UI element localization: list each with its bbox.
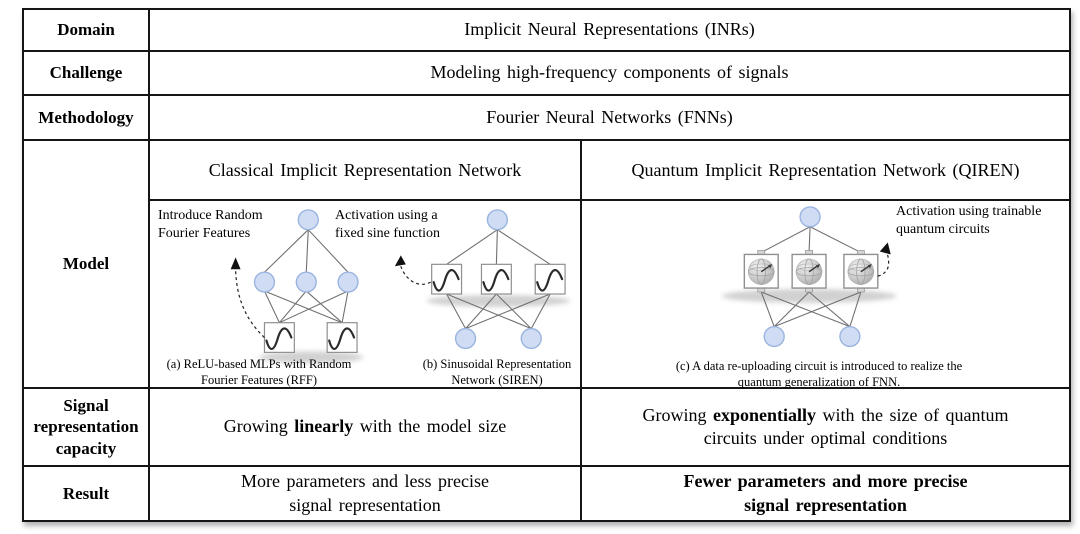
- quantum-column-header: Quantum Implicit Representation Network …: [581, 140, 1070, 200]
- result-classical-value: More parameters and less precise signal …: [149, 466, 581, 521]
- quantum-network-figure: [721, 206, 897, 348]
- row-header-capacity: Signal representation capacity: [23, 388, 149, 466]
- row-header-domain: Domain: [23, 9, 149, 51]
- classical-column-header: Classical Implicit Representation Networ…: [149, 140, 581, 200]
- dashed-arrow-icon: [394, 255, 431, 285]
- network-edges: [263, 229, 551, 330]
- shadow: [721, 289, 897, 303]
- row-header-methodology: Methodology: [23, 95, 149, 140]
- neuron-node-icons: [253, 209, 542, 350]
- caption-rff-diagram: (a) ReLU-based MLPs with Random Fourier …: [166, 357, 352, 388]
- neuron-node-icons: [763, 206, 861, 348]
- classical-network-figure: [230, 209, 571, 364]
- bold-exponentially: exponentially: [713, 404, 817, 425]
- dashed-arrow-icon: [230, 257, 265, 338]
- result-quantum-value: Fewer parameters and more precise signal…: [581, 466, 1070, 521]
- bold-linearly: linearly: [294, 416, 354, 437]
- annotation-trainable-quantum-circuits: Activation using trainable quantum circu…: [896, 204, 1042, 238]
- annotation-random-fourier-features: Introduce Random Fourier Features: [158, 208, 263, 242]
- capacity-classical-value: Growing linearly with the model size: [149, 388, 581, 466]
- annotation-fixed-sine-activation: Activation using a fixed sine function: [335, 208, 440, 242]
- shadow: [259, 351, 364, 364]
- capacity-quantum-text: Growing exponentially with the size of q…: [642, 404, 1009, 448]
- comparison-table: Domain Implicit Neural Representations (…: [22, 8, 1071, 522]
- methodology-value: Fourier Neural Networks (FNNs): [149, 95, 1070, 140]
- shadow: [426, 294, 571, 307]
- row-header-challenge: Challenge: [23, 51, 149, 95]
- domain-value: Implicit Neural Representations (INRs): [149, 9, 1070, 51]
- caption-qiren-diagram: (c) A data re-uploading circuit is intro…: [675, 359, 963, 390]
- capacity-classical-text: Growing linearly with the model size: [223, 416, 507, 437]
- caption-siren-diagram: (b) Sinusoidal Representation Network (S…: [422, 357, 572, 388]
- network-edges: [760, 226, 862, 328]
- row-header-model: Model: [23, 140, 149, 388]
- quantum-model-diagram-cell: Activation using trainable quantum circu…: [581, 200, 1070, 390]
- row-header-result: Result: [23, 466, 149, 521]
- classical-model-diagram-cell: Introduce Random Fourier Features Activa…: [149, 200, 581, 388]
- dashed-arrow-icon: [877, 242, 891, 277]
- challenge-value: Modeling high-frequency components of si…: [149, 51, 1070, 95]
- quantum-circuit-icons: [743, 249, 879, 293]
- capacity-quantum-value: Growing exponentially with the size of q…: [581, 388, 1070, 466]
